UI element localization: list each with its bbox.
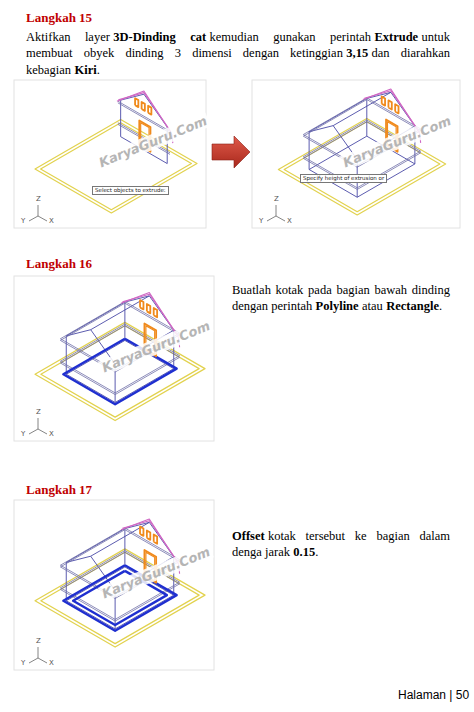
house-line (147, 304, 150, 313)
instruction-text: . (97, 63, 100, 77)
bold-term: 3D-Dinding cat (113, 30, 206, 44)
instruction-text: . (439, 299, 442, 313)
axis-icon (38, 647, 39, 658)
axis-icon (276, 205, 277, 216)
bold-term: Polyline (316, 299, 359, 313)
axis-icon (38, 658, 47, 663)
instruction-text: . (315, 545, 318, 559)
house-line (91, 522, 150, 556)
house-line (122, 294, 177, 334)
bold-term: Offset (232, 529, 265, 543)
instruction-paragraph: Buatlah kotak pada bagian bawah dinding … (232, 282, 450, 315)
axis-label: Y (21, 659, 25, 667)
axis-icon (267, 216, 276, 221)
bold-term: Rectangle (386, 299, 439, 313)
house-line (333, 92, 391, 125)
house-line (154, 308, 157, 317)
house-line (147, 531, 150, 540)
axis-label: Z (36, 637, 41, 645)
house-line (117, 91, 172, 134)
house-line (395, 104, 398, 113)
house-line (118, 101, 170, 131)
axis-icon (29, 658, 38, 663)
house-line (118, 93, 170, 131)
axis-icon (38, 205, 39, 216)
instruction-text: kotak tersebut ke bagian dalam denga jar… (232, 529, 450, 559)
bold-term: Kiri (75, 63, 97, 77)
axis-icon (38, 418, 39, 429)
house-line (91, 296, 150, 330)
instruction-paragraph: Aktifkan layer3D-Dinding cat kemudian gun… (26, 29, 450, 78)
instruction-text: kemudian gunakan perintah (210, 30, 371, 44)
screenshot-frame (14, 500, 214, 670)
house-line (122, 521, 177, 561)
instruction-text: Aktifkan layer (26, 30, 110, 44)
axis-label: X (49, 659, 54, 667)
axis-icon (276, 216, 285, 221)
axis-label: Y (259, 217, 263, 225)
instruction-text: atau (362, 299, 383, 313)
house-line (140, 300, 143, 309)
axis-icon (29, 216, 38, 221)
axis-icon (38, 216, 47, 221)
page-number: Halaman | 50 (398, 688, 469, 702)
axis-label: Z (274, 195, 279, 203)
axis-label: Z (36, 195, 41, 203)
tooltip-text: Select objects to extrude: (95, 187, 166, 194)
cad-screenshot (14, 276, 214, 441)
house-line (118, 103, 170, 133)
house-line (135, 98, 138, 107)
bold-term: 3,15 (346, 46, 368, 60)
step-heading: Langkah 15 (26, 10, 92, 26)
cad-screenshot (252, 80, 460, 228)
house-line (382, 96, 385, 105)
cad-tooltip: Specify height of extrusion or (300, 174, 387, 183)
bold-term: 0.15 (293, 545, 315, 559)
house-line (154, 534, 157, 543)
screenshot-frame (14, 276, 214, 441)
axis-label: X (49, 217, 54, 225)
step-heading: Langkah 16 (26, 256, 92, 272)
house-line (364, 91, 418, 131)
axis-label: Y (21, 217, 25, 225)
house-line (121, 519, 179, 564)
house-line (388, 100, 391, 109)
house-line (148, 106, 151, 115)
axis-icon (38, 429, 47, 434)
bold-term: Extrude (374, 30, 418, 44)
tooltip-text: Specify height of extrusion or (303, 175, 384, 182)
axis-label: X (49, 430, 54, 438)
house-line (115, 595, 174, 629)
house-line (142, 102, 145, 111)
step-arrow (212, 136, 250, 168)
step-heading: Langkah 17 (26, 482, 92, 498)
house-line (140, 527, 143, 536)
axis-label: X (287, 217, 292, 225)
cad-tooltip: Select objects to extrude: (92, 186, 169, 195)
house-line (115, 369, 174, 403)
cad-screenshot (14, 500, 214, 670)
axis-icon (29, 429, 38, 434)
instruction-paragraph: Offsetkotak tersebut ke bagian dalam den… (232, 528, 450, 561)
screenshot-frame (252, 80, 460, 228)
axis-label: Y (21, 430, 25, 438)
house-line (121, 292, 179, 337)
axis-label: Z (36, 408, 41, 416)
